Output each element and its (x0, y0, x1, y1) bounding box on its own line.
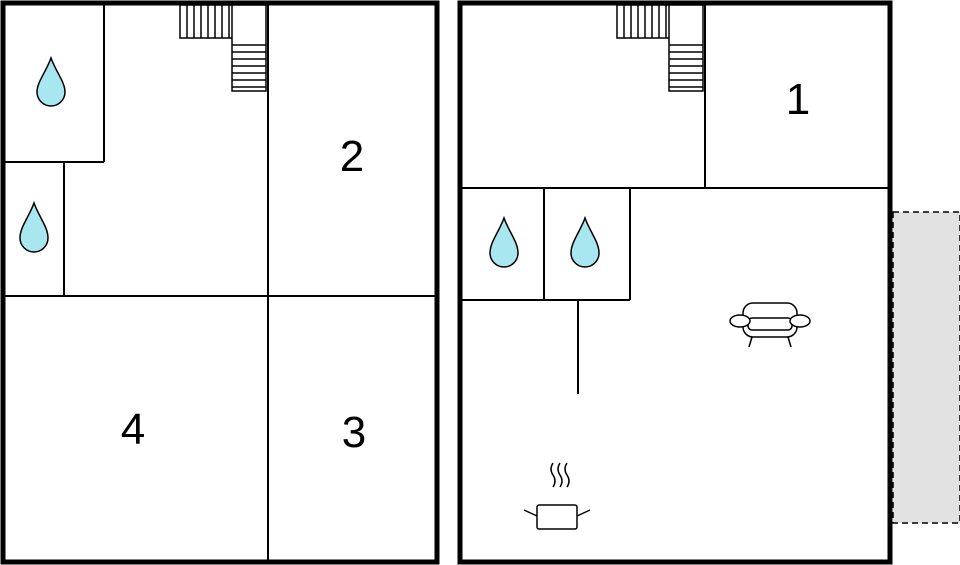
room-number-2: 2 (340, 132, 364, 181)
room-number-4: 4 (121, 405, 145, 454)
outer-walls-right (457, 0, 893, 565)
water-drop-icon (36, 55, 66, 107)
floor-plan-left: 2 3 4 (0, 0, 440, 565)
room-number-3: 3 (342, 408, 366, 457)
sofa-icon (729, 302, 811, 348)
water-drop-icon (570, 215, 600, 268)
terrace-area (892, 211, 960, 524)
stairs-icon (616, 4, 704, 92)
cooking-pot-icon (523, 462, 591, 530)
room-number-1: 1 (786, 75, 810, 124)
floor-plan-right: 1 (457, 0, 960, 565)
interior-walls-right (460, 3, 890, 394)
interior-walls-left (3, 3, 437, 562)
water-drop-icon (19, 200, 49, 253)
water-drop-icon (489, 215, 519, 268)
outer-walls-left (0, 0, 440, 565)
stairs-icon (179, 4, 267, 92)
